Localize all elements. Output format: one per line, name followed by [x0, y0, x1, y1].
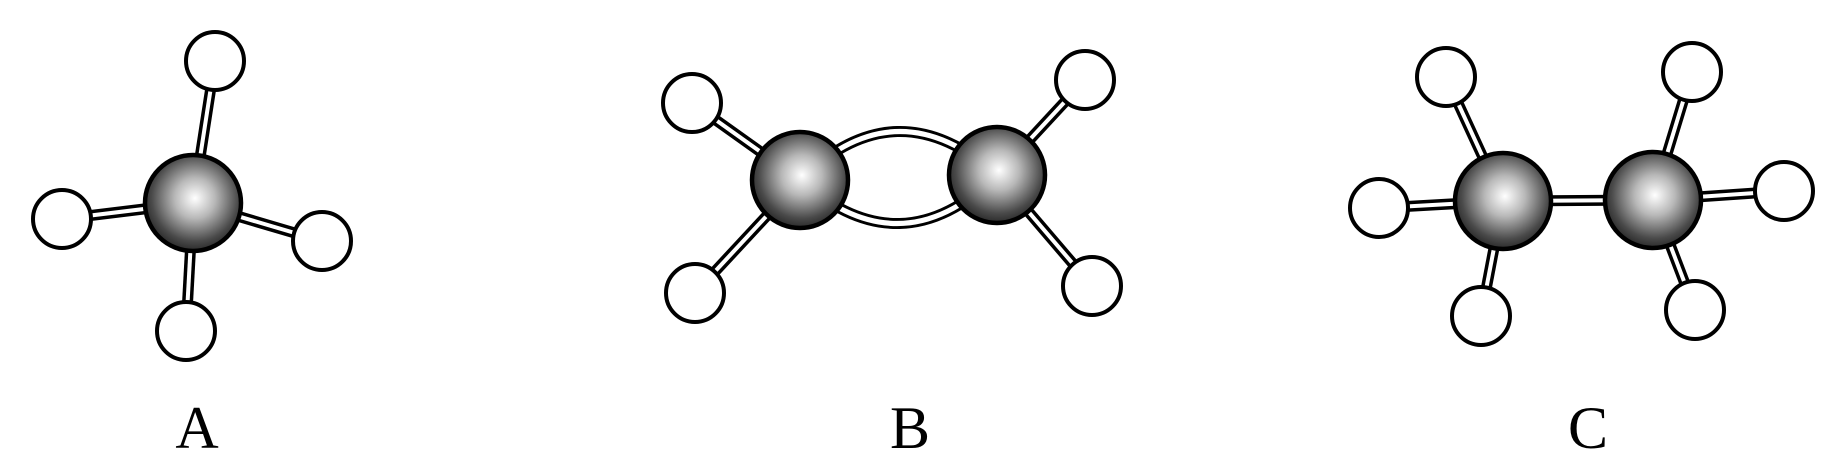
molecule-label-b: B	[890, 395, 930, 461]
hydrogen-atom-a-h4	[155, 300, 217, 362]
molecule-label-a: A	[175, 395, 218, 461]
hydrogen-atom-b-h3	[1054, 49, 1116, 111]
carbon-atom-a-c1	[142, 152, 244, 254]
hydrogen-atom-c-h4	[1661, 41, 1723, 103]
hydrogen-atom-b-h1	[661, 72, 723, 134]
hydrogen-atom-b-h2	[664, 262, 726, 324]
hydrogen-atom-c-h1	[1415, 46, 1477, 108]
hydrogen-atom-c-h2	[1348, 177, 1410, 239]
carbon-atom-b-c1	[749, 129, 851, 231]
labels-layer: A B C	[175, 395, 1608, 461]
carbon-atom-c-c1	[1452, 150, 1554, 252]
atoms-layer	[31, 30, 1815, 362]
molecule-label-c: C	[1568, 395, 1608, 461]
hydrogen-atom-c-h3	[1450, 285, 1512, 347]
carbon-atom-c-c2	[1602, 149, 1704, 251]
hydrogen-atom-a-h2	[31, 188, 93, 250]
hydrogen-atom-c-h5	[1753, 160, 1815, 222]
carbon-atom-b-c2	[946, 124, 1048, 226]
hydrogen-atom-c-h6	[1664, 279, 1726, 341]
hydrogen-atom-b-h4	[1061, 255, 1123, 317]
hydrogen-atom-a-h1	[184, 30, 246, 92]
hydrogen-atom-a-h3	[291, 210, 353, 272]
